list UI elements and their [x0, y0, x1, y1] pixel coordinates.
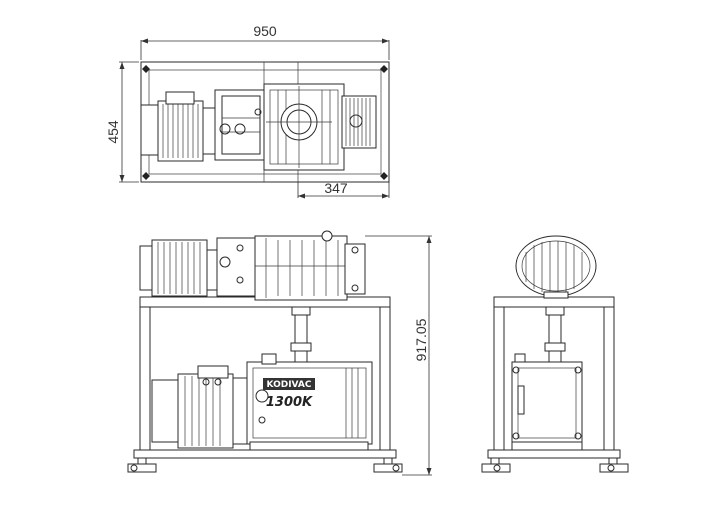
- front-lower-motor: [151, 365, 248, 449]
- front-upper-motor: [139, 239, 218, 297]
- dimension-width: 950: [140, 23, 390, 60]
- top-pump: [214, 89, 266, 161]
- dimension-offset: 347: [297, 180, 390, 199]
- nameplate: KODIVAC 1300K: [263, 378, 315, 410]
- side-pipe: [544, 306, 566, 364]
- front-feet: [127, 457, 403, 473]
- side-lower-pump: [511, 353, 583, 451]
- front-view: KODIVAC 1300K 917.05: [127, 230, 432, 476]
- model-label: 1300K: [266, 395, 313, 410]
- dimension-depth: 454: [105, 61, 139, 183]
- top-end-housing: [341, 95, 377, 149]
- front-lower-pump: [246, 353, 373, 451]
- side-frame: [487, 296, 621, 459]
- dimension-width-label: 950: [253, 23, 277, 39]
- front-pipe: [290, 306, 312, 366]
- side-view: [481, 235, 629, 473]
- top-view: 950 454 347: [105, 23, 390, 199]
- side-feet: [481, 457, 629, 473]
- brand-label: KODIVAC: [267, 380, 312, 390]
- top-booster: [263, 83, 345, 171]
- top-motor: [140, 91, 216, 162]
- side-booster: [515, 235, 597, 299]
- front-booster: [216, 230, 366, 301]
- dimension-height: 917.05: [365, 235, 432, 476]
- dimension-height-label: 917.05: [413, 318, 429, 361]
- dimension-offset-label: 347: [324, 180, 348, 196]
- dimension-depth-label: 454: [105, 120, 121, 144]
